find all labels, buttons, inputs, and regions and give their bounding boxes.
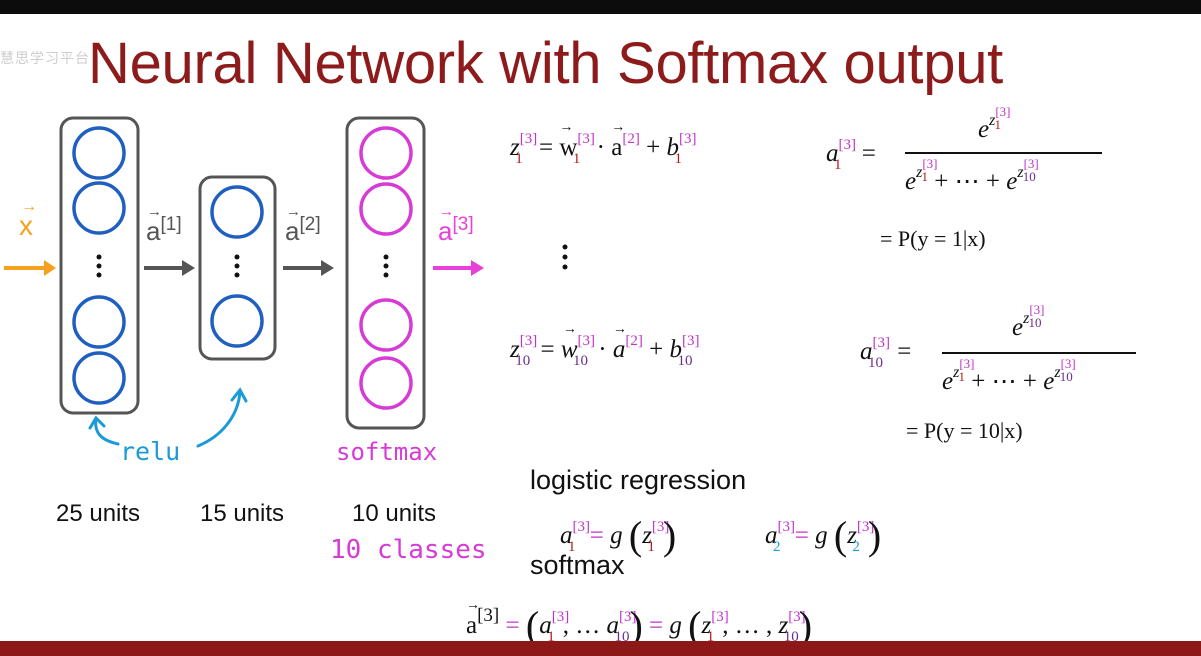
vector-arrow-icon: → (439, 203, 454, 220)
vector-arrow-icon: → (286, 203, 301, 220)
logistic-equation-1: a[3]1 = g (z[3]1) (560, 513, 677, 558)
prob10-label: = P(y = 10|x) (906, 418, 1023, 443)
softmax-a10-fraction-bar (942, 352, 1136, 354)
softmax-a1-fraction-bar (905, 152, 1102, 154)
curved-arrow-icon (88, 387, 248, 448)
vector-arrow-icon: → (612, 322, 627, 337)
a3-label: → a[3] (438, 203, 474, 246)
layer3-units-label: 10 units (352, 500, 437, 527)
vertical-ellipsis-icon (96, 254, 102, 278)
softmax-a1-numerator: ez[3]1 (978, 104, 1011, 143)
right-arrow-icon (144, 260, 195, 276)
slide-title: Neural Network with Softmax output (88, 31, 1003, 96)
softmax-a10-numerator: ez[3]10 (1012, 302, 1045, 341)
vector-arrow-icon: → (466, 598, 480, 613)
layer1-unit (72, 181, 126, 235)
layer1-unit (72, 295, 126, 349)
bottom-accent-bar (0, 641, 1201, 656)
a2-label: → a[2] (285, 203, 321, 246)
softmax-annotation: softmax (336, 438, 438, 466)
layer2-unit (210, 294, 264, 348)
input-arrow-icon (4, 260, 56, 276)
vector-arrow-icon: → (562, 322, 577, 337)
right-arrow-icon (283, 260, 334, 276)
input-label: → x (19, 198, 37, 241)
vector-arrow-icon: → (611, 120, 626, 135)
softmax-a10-denominator: ez[3]1 + ⋯ + ez[3]10 (942, 356, 1076, 395)
watermark: 慧思学习平台 (0, 51, 90, 67)
logistic-equation-2: a[3]2 = g (z[3]2) (765, 513, 882, 558)
logistic-regression-heading: logistic regression (530, 465, 747, 495)
softmax-heading: softmax (530, 550, 625, 580)
output-arrow-icon (433, 260, 484, 276)
layer3-unit (359, 298, 413, 352)
relu-annotation: relu (120, 437, 181, 466)
classes-annotation: 10 classes (330, 535, 487, 565)
layer1-box (59, 116, 140, 415)
vertical-ellipsis-icon (383, 254, 389, 278)
layer1-unit (72, 351, 126, 405)
vector-arrow-icon: → (559, 120, 574, 135)
vertical-ellipsis-icon (562, 244, 568, 270)
softmax-a1-lhs: a[3]1 = (826, 137, 876, 173)
softmax-a1-denominator: ez[3]1 + ⋯ + ez[3]10 (905, 156, 1039, 195)
softmax-vector-equation: →a[3] = (a[3]1, … a[3]10) = g (z[3]1, … … (466, 598, 813, 648)
softmax-a10-lhs: a[3]10 = (860, 335, 912, 371)
vector-arrow-icon: → (21, 198, 37, 215)
layer2-units-label: 15 units (200, 500, 285, 527)
layer1-units-label: 25 units (56, 500, 141, 527)
layer2-box (198, 175, 277, 361)
layer2-unit (210, 185, 264, 239)
prob1-label: = P(y = 1|x) (880, 226, 986, 251)
vertical-ellipsis-icon (234, 254, 240, 278)
layer1-unit (72, 126, 126, 180)
equation-z1: z[3]1 = →w[3]1 · →a[2] + b[3]1 (510, 120, 697, 167)
a1-label: → a[1] (146, 203, 182, 246)
layer3-unit (359, 356, 413, 410)
layer3-box (345, 116, 426, 430)
equation-z10: z[3]10 = →w[3]10 · →a[2] + b[3]10 (510, 322, 700, 369)
top-letterbox-bar (0, 0, 1201, 14)
layer3-unit (359, 126, 413, 180)
vector-arrow-icon: → (147, 203, 162, 220)
layer3-unit (359, 182, 413, 236)
